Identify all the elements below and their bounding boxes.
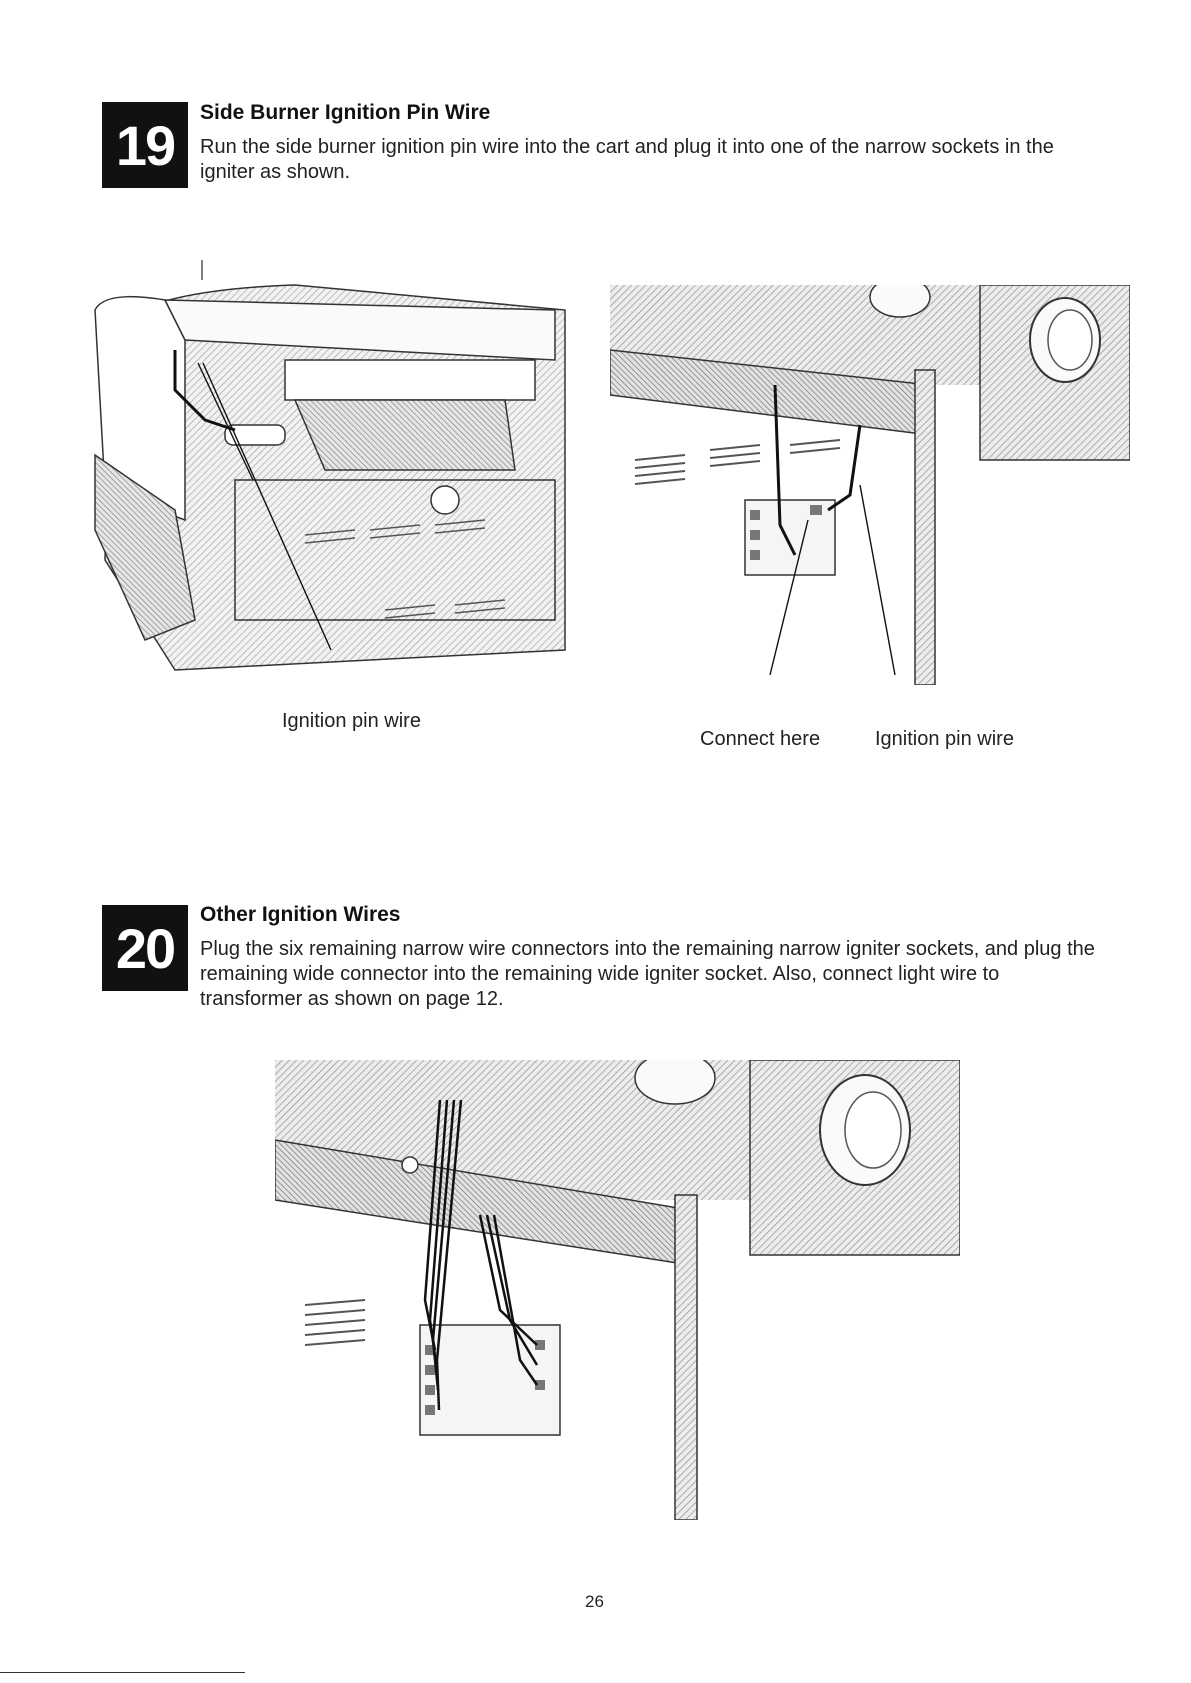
label-ignition-pin-wire-left: Ignition pin wire — [282, 710, 421, 732]
step-19-badge: 19 — [102, 102, 188, 188]
step-20-title: Other Ignition Wires — [200, 903, 401, 926]
side-burner-illustration — [94, 260, 566, 671]
label-connect-here: Connect here — [700, 728, 821, 750]
step-19-title: Side Burner Ignition Pin Wire — [200, 101, 491, 124]
cart-igniter-illustration — [610, 285, 1130, 685]
label-ignition-pin-wire-right: Ignition pin wire — [875, 728, 1014, 750]
step-19-number: 19 — [115, 113, 176, 177]
step-20-number: 20 — [115, 916, 176, 980]
step-19-instructions: Run the side burner ignition pin wire in… — [200, 136, 1054, 183]
footer-rule — [0, 1672, 245, 1673]
igniter-wires-illustration — [275, 1060, 960, 1520]
step-20-instructions: Plug the six remaining narrow wire conne… — [200, 938, 1095, 1010]
step-20-badge: 20 — [102, 905, 188, 991]
page-number: 26 — [585, 1592, 604, 1611]
